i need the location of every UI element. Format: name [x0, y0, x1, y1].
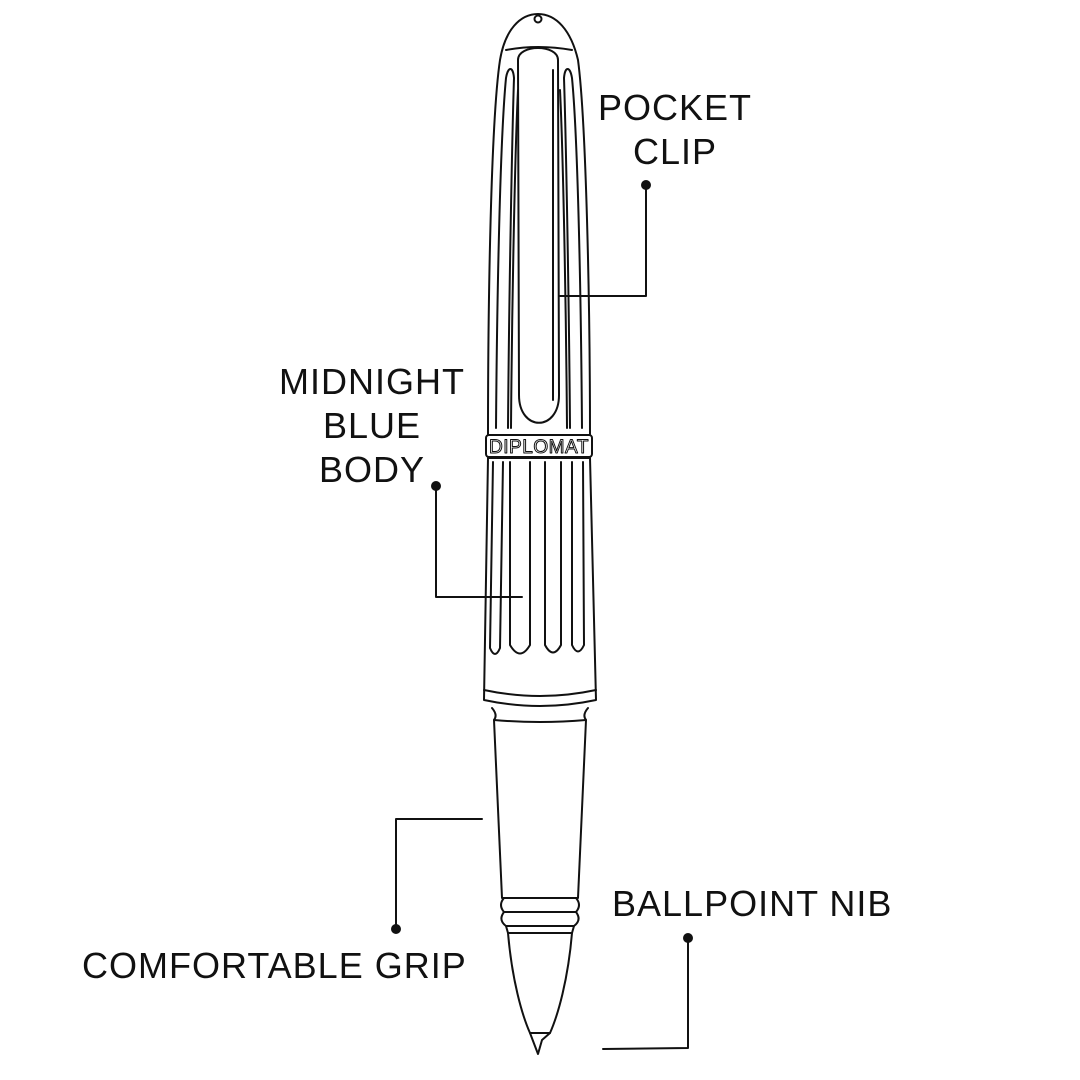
leader-lines — [391, 180, 693, 1050]
leader-body — [435, 485, 523, 598]
barrel-flute-3 — [544, 461, 562, 654]
grip-ring-1 — [500, 897, 580, 913]
label-body: MIDNIGHT BLUE BODY — [272, 360, 472, 492]
label-pocket-clip: POCKET CLIP — [594, 86, 756, 174]
nib-cone — [507, 932, 573, 1055]
leader-grip — [395, 818, 483, 930]
cap-flute-right-inner — [559, 89, 568, 429]
label-body-line-3: BODY — [318, 449, 426, 490]
label-nib: BALLPOINT NIB — [612, 883, 893, 924]
cap-flute-right-outer — [563, 68, 583, 429]
leader-dot-pocket-clip — [641, 180, 651, 190]
cap-flute-left-inner — [510, 89, 519, 429]
pen-cap — [487, 13, 591, 436]
leader-pocket-clip — [559, 184, 647, 297]
grip-top-curve — [493, 719, 587, 723]
leader-dot-body — [431, 481, 441, 491]
label-body-line-2: BLUE — [322, 405, 422, 446]
nib-cone-outline — [507, 932, 573, 1034]
cap-finial — [533, 14, 543, 24]
pocket-clip-shape — [517, 47, 560, 424]
pen-barrel — [483, 457, 597, 707]
leader-dot-grip — [391, 924, 401, 934]
barrel-flute-1 — [489, 461, 504, 655]
barrel-flute-2 — [509, 461, 531, 655]
cap-ring: DIPLOMAT — [485, 434, 593, 459]
barrel-flute-4 — [571, 461, 585, 653]
nib-tip — [529, 1032, 551, 1055]
grip-section — [491, 707, 589, 934]
leader-dot-nib — [683, 933, 693, 943]
grip-ring-3 — [505, 925, 575, 934]
grip-ring-2 — [500, 911, 580, 927]
label-pocket-clip-line-2: CLIP — [632, 131, 718, 172]
label-grip: COMFORTABLE GRIP — [82, 945, 467, 986]
cap-flute-left-outer — [495, 68, 515, 429]
label-pocket-clip-line-1: POCKET — [597, 87, 753, 128]
leader-nib — [602, 937, 689, 1050]
cap-outline — [487, 13, 591, 436]
label-body-line-1: MIDNIGHT — [279, 361, 465, 402]
brand-engraving: DIPLOMAT — [489, 437, 589, 458]
grip-outline — [491, 707, 589, 899]
barrel-outline — [483, 457, 597, 707]
barrel-bottom-curve — [483, 689, 597, 697]
